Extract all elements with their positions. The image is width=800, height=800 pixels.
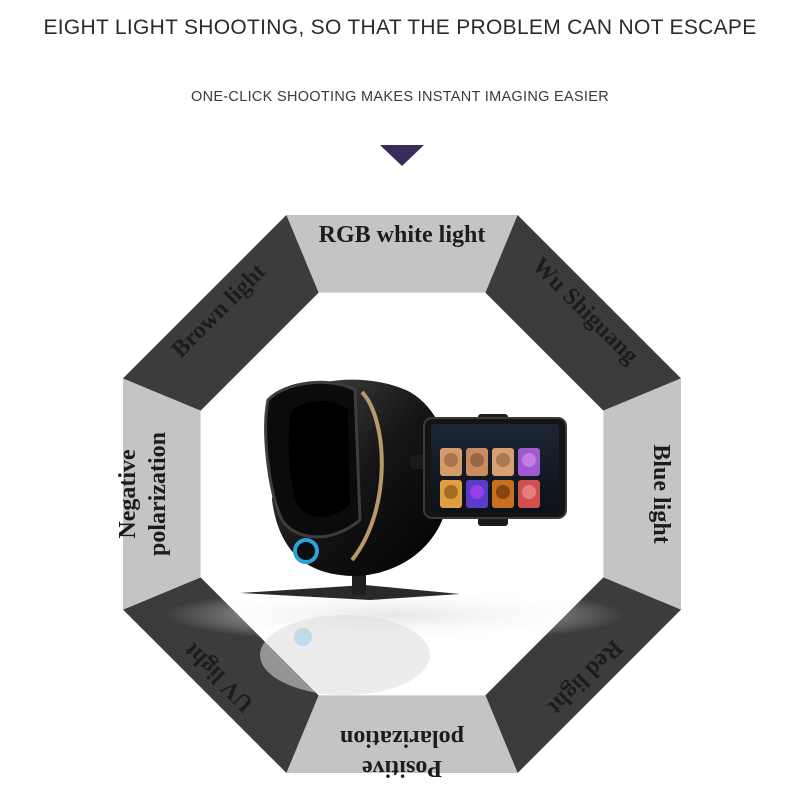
segment-brown-light xyxy=(123,215,319,411)
segment-label-line: Negative xyxy=(115,449,141,539)
segment-label-rgb-white-light: RGB white light xyxy=(319,222,486,248)
segment-wu-shiguang xyxy=(485,215,681,411)
segment-label-positive-polarization: Positive polarization xyxy=(340,725,464,781)
segment-blue-light xyxy=(603,378,681,610)
page-title: EIGHT LIGHT SHOOTING, SO THAT THE PROBLE… xyxy=(43,16,757,39)
down-pointer-icon xyxy=(380,145,424,166)
segment-label-blue-light: Blue light xyxy=(648,444,674,543)
segment-label-line: polarization xyxy=(145,432,171,556)
skin-analyzer-device xyxy=(165,379,625,695)
segment-negative-polarization xyxy=(123,378,201,610)
segment-label-line: Positive xyxy=(362,755,442,781)
segment-label-line: RGB white light xyxy=(319,222,486,248)
segment-uv-light xyxy=(123,577,319,773)
page-subtitle: ONE-CLICK SHOOTING MAKES INSTANT IMAGING… xyxy=(190,89,609,105)
segment-label-line: Blue light xyxy=(648,444,674,543)
segment-red-light xyxy=(485,577,681,773)
segment-label-line: polarization xyxy=(340,725,464,751)
segment-rgb-white-light xyxy=(286,215,518,293)
segment-positive-polarization xyxy=(286,695,518,773)
